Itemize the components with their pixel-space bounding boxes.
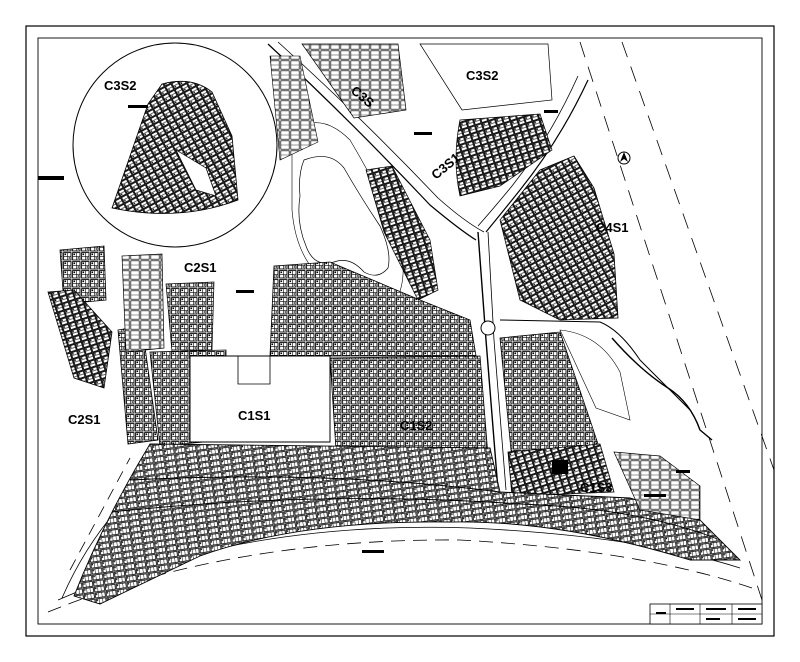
zone-label-c1s2: C1S2 xyxy=(400,418,433,433)
c1s1-open-area xyxy=(189,355,331,443)
arc-street-2 xyxy=(111,498,721,541)
zone-label-c2s1-west: C2S1 xyxy=(68,412,101,427)
upper-west-blocks xyxy=(269,55,319,161)
c2s1-far-west-a xyxy=(59,245,107,305)
east-road xyxy=(499,319,691,411)
c3s3-blocks xyxy=(301,43,407,119)
c3s1-blocks xyxy=(455,113,553,197)
inset-legend-strip xyxy=(128,105,148,108)
southern-arc-district xyxy=(73,443,742,605)
highway-west-b xyxy=(277,41,485,233)
c1s1-notch xyxy=(237,356,271,385)
annotation-strip xyxy=(644,494,666,497)
dashed-east-line-b xyxy=(621,41,775,471)
c1s2-grid xyxy=(329,355,489,457)
annotation-strip xyxy=(236,290,254,293)
main-avenue-b xyxy=(487,231,507,491)
arc-street-1 xyxy=(129,476,501,493)
east-open-land xyxy=(559,329,631,421)
c3s2-area xyxy=(419,43,553,111)
highway-east-b xyxy=(477,75,579,227)
outer-frame xyxy=(25,25,775,637)
c2s1-north-blocks-b xyxy=(165,281,215,353)
c1s3-east-blocks xyxy=(613,451,701,521)
river xyxy=(611,337,713,441)
annotation-strip xyxy=(544,110,558,113)
lagoon xyxy=(298,156,390,276)
zone-label-c4s1: C4S1 xyxy=(596,220,629,235)
central-strip-blocks xyxy=(365,165,439,301)
annotation-strip xyxy=(676,470,690,473)
zone-label-c3s2-inset: C3S2 xyxy=(104,78,137,93)
dashed-west-line xyxy=(69,457,131,571)
c2s1-north-blocks xyxy=(121,253,165,353)
zone-label-c1s3: C1S3 xyxy=(580,480,613,495)
roundabout xyxy=(480,320,496,336)
left-edge-marker xyxy=(38,176,64,180)
inner-frame xyxy=(37,37,763,625)
c2s1-far-west-b xyxy=(47,289,113,389)
highway-west xyxy=(267,43,477,241)
annotation-strip xyxy=(362,550,384,553)
zone-label-c2s1-north: C2S1 xyxy=(184,260,217,275)
dark-facility xyxy=(552,460,568,474)
inset-park xyxy=(175,149,217,197)
east-grid xyxy=(499,331,601,461)
highway-east xyxy=(485,79,589,233)
zone-label-c1s1: C1S1 xyxy=(238,408,271,423)
zone-label-c3s2: C3S2 xyxy=(466,68,499,83)
dashed-east-line-a xyxy=(579,41,763,601)
c4s1-blocks xyxy=(499,155,619,321)
main-avenue xyxy=(477,231,499,491)
central-grid-north xyxy=(269,261,477,357)
title-block xyxy=(649,603,763,625)
north-arrow-icon xyxy=(617,151,631,165)
annotation-strip xyxy=(414,132,432,135)
